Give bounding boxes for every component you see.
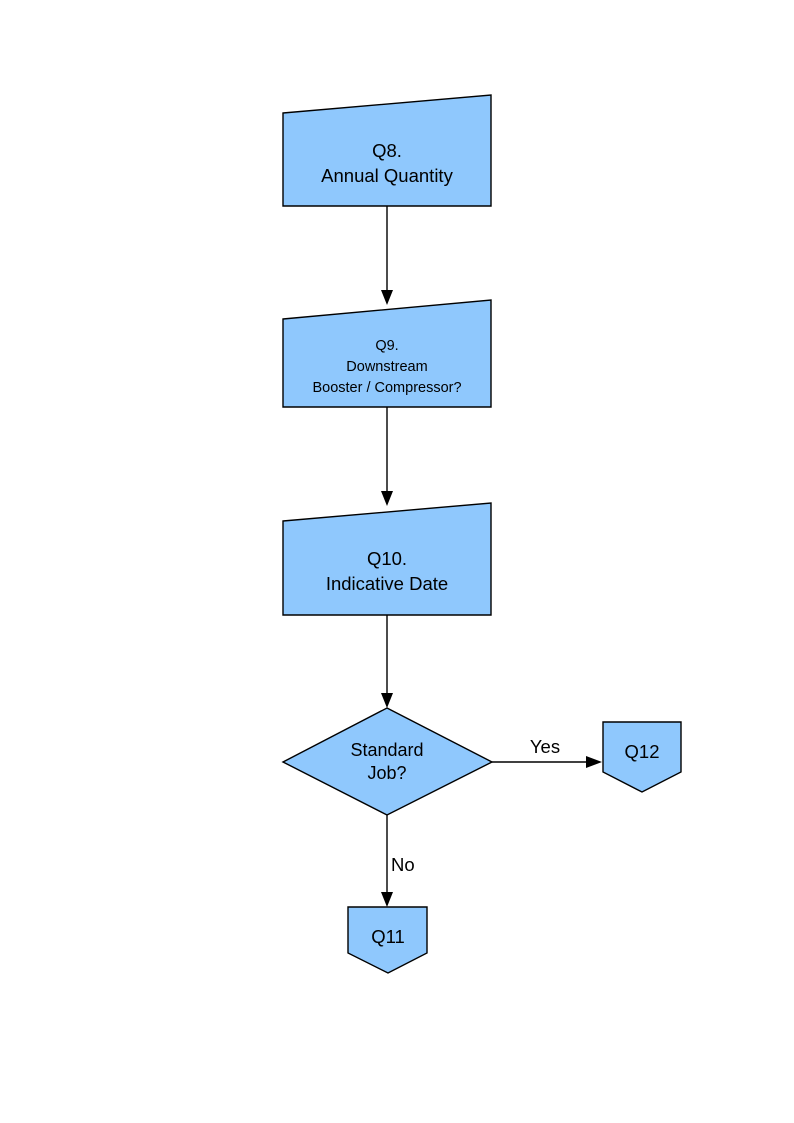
edge-decision-to-q12-arrowhead [586,756,602,768]
node-q11-shape [347,906,428,974]
edge-q10-to-decision-arrowhead [381,693,393,708]
node-q10-line2: Indicative Date [326,573,448,594]
node-q11-label: Q11 [371,926,405,947]
node-q9-line3: Booster / Compressor? [312,380,461,396]
edge-decision-to-q11: No [381,815,415,907]
node-decision-shape [281,707,494,816]
node-q8-line2: Annual Quantity [321,165,453,186]
node-q10-line1: Q10. [367,548,407,569]
node-q10-shape [282,502,492,616]
node-q8-line1: Q8. [372,140,402,161]
node-q9[interactable]: Q9. Downstream Booster / Compressor? [282,299,492,408]
node-q11[interactable]: Q11 [347,906,428,974]
node-q12-shape [602,721,682,793]
node-q12-label: Q12 [625,741,660,762]
node-decision-line2: Job? [367,763,406,783]
edge-q9-to-q10 [381,407,393,506]
edge-q8-to-q9-arrowhead [381,290,393,305]
node-decision-standard-job[interactable]: Standard Job? [281,707,494,816]
edge-label-no: No [391,854,415,875]
node-q8-shape [282,94,492,207]
edge-label-yes: Yes [530,736,560,757]
edge-q8-to-q9 [381,206,393,305]
node-q9-line1: Q9. [375,338,398,354]
edge-q9-to-q10-arrowhead [381,491,393,506]
node-q9-shape [282,299,492,408]
edge-decision-to-q11-arrowhead [381,892,393,907]
edge-q10-to-decision [381,615,393,708]
node-q9-line2: Downstream [346,359,427,375]
node-q10[interactable]: Q10. Indicative Date [282,502,492,616]
node-q8[interactable]: Q8. Annual Quantity [282,94,492,207]
edge-decision-to-q12: Yes [492,736,602,768]
node-decision-line1: Standard [350,740,423,760]
node-q12[interactable]: Q12 [602,721,682,793]
